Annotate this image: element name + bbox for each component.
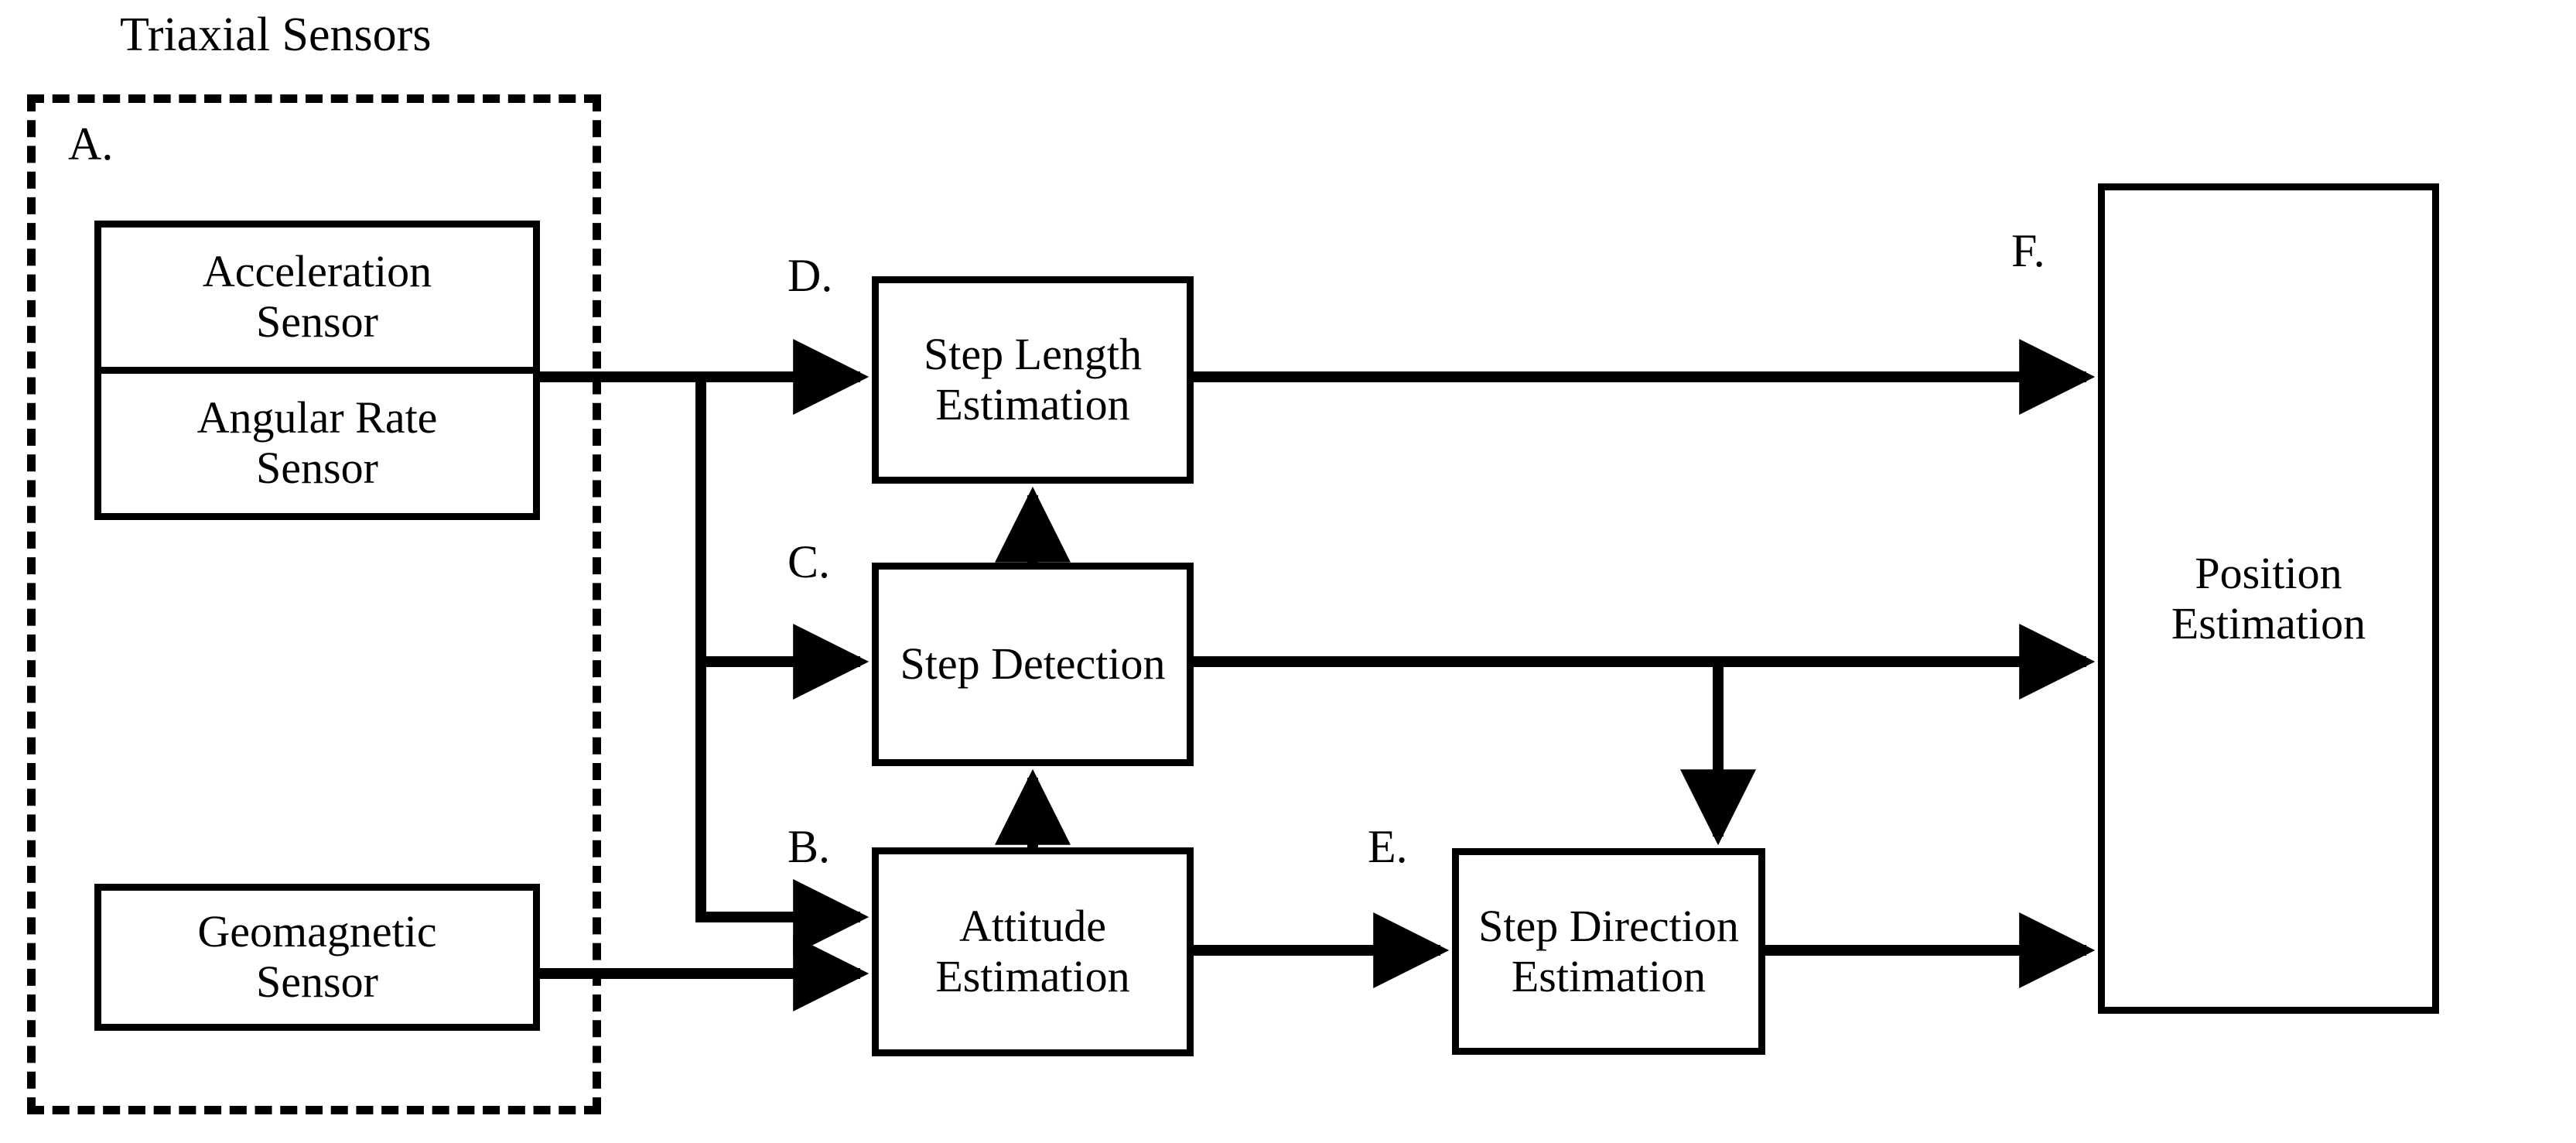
step-direction-estimation-node: Step Direction Estimation xyxy=(1452,848,1765,1055)
acceleration-sensor-node: Acceleration Sensor xyxy=(101,228,533,374)
attitude-estimation-node: Attitude Estimation xyxy=(872,847,1194,1056)
position-estimation-node: Position Estimation xyxy=(2098,183,2439,1014)
geomagnetic-sensor-label-line2: Sensor xyxy=(256,956,378,1007)
acceleration-sensor-label-line1: Acceleration xyxy=(202,246,432,297)
step-detection-node: Step Detection xyxy=(872,563,1194,766)
step-direction-label-line2: Estimation xyxy=(1511,950,1707,1001)
tag-c: C. xyxy=(787,536,831,587)
tag-a: A. xyxy=(68,118,114,169)
tag-e: E. xyxy=(1368,821,1408,872)
angular-rate-sensor-node: Angular Rate Sensor xyxy=(101,374,533,513)
triaxial-sensors-group-box xyxy=(27,94,601,1114)
geomagnetic-sensor-label-line1: Geomagnetic xyxy=(197,906,437,957)
attitude-label-line1: Attitude xyxy=(958,901,1107,952)
tag-f: F. xyxy=(2011,225,2045,276)
attitude-label-line2: Estimation xyxy=(935,951,1130,1001)
angular-rate-sensor-label-line1: Angular Rate xyxy=(196,392,438,443)
acceleration-sensor-label-line2: Sensor xyxy=(256,296,378,347)
triaxial-sensors-caption: Triaxial Sensors xyxy=(120,9,432,61)
step-direction-label-line1: Step Direction xyxy=(1478,900,1739,951)
step-detection-label: Step Detection xyxy=(900,638,1166,690)
geomagnetic-sensor-node: Geomagnetic Sensor xyxy=(94,884,540,1031)
position-label-line2: Estimation xyxy=(2171,597,2366,648)
step-length-label-line1: Step Length xyxy=(924,329,1142,380)
step-length-label-line2: Estimation xyxy=(935,379,1130,429)
sensor-stack: Acceleration Sensor Angular Rate Sensor xyxy=(94,221,540,520)
position-label-line1: Position xyxy=(2195,547,2342,598)
step-length-estimation-node: Step Length Estimation xyxy=(872,276,1194,484)
tag-d: D. xyxy=(787,250,833,301)
angular-rate-sensor-label-line2: Sensor xyxy=(256,443,378,493)
tag-b: B. xyxy=(787,821,831,872)
